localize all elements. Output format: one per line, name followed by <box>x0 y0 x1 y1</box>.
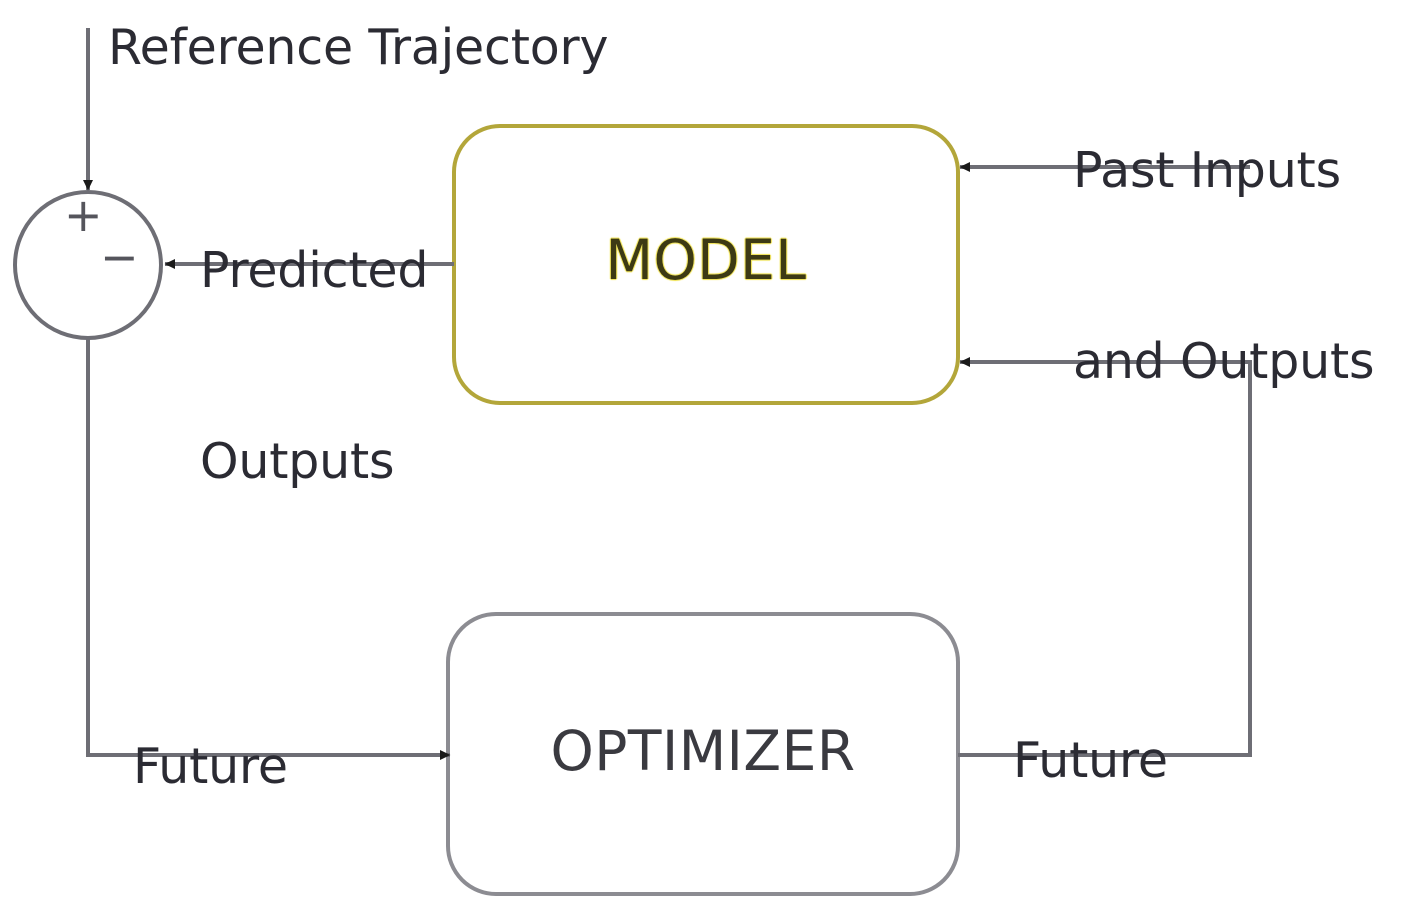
future-inputs-label: Future Inputs <box>1013 602 1168 917</box>
predicted-outputs-label-line1: Predicted <box>200 242 429 300</box>
future-errors-label: Future Errors <box>133 608 288 917</box>
past-inputs-outputs-label-line2: and Outputs <box>1073 333 1375 391</box>
predicted-outputs-label: Predicted Outputs <box>200 112 428 622</box>
future-errors-label-line1: Future <box>133 738 288 796</box>
summing-junction-minus-sign: − <box>100 230 139 284</box>
predicted-outputs-label-line2: Outputs <box>200 433 395 491</box>
future-inputs-path <box>958 356 1252 757</box>
future-inputs-label-line1: Future <box>1013 732 1168 790</box>
past-inputs-outputs-label-line1: Past Inputs <box>1073 142 1341 200</box>
model-block-label: MODEL <box>605 228 807 292</box>
reference-trajectory-label: Reference Trajectory <box>108 19 609 76</box>
past-inputs-outputs-label: Past Inputs and Outputs <box>1073 12 1375 522</box>
future-errors-path <box>86 338 451 761</box>
optimizer-block-label: OPTIMIZER <box>550 719 856 783</box>
summing-junction-plus-sign: + <box>64 188 103 242</box>
